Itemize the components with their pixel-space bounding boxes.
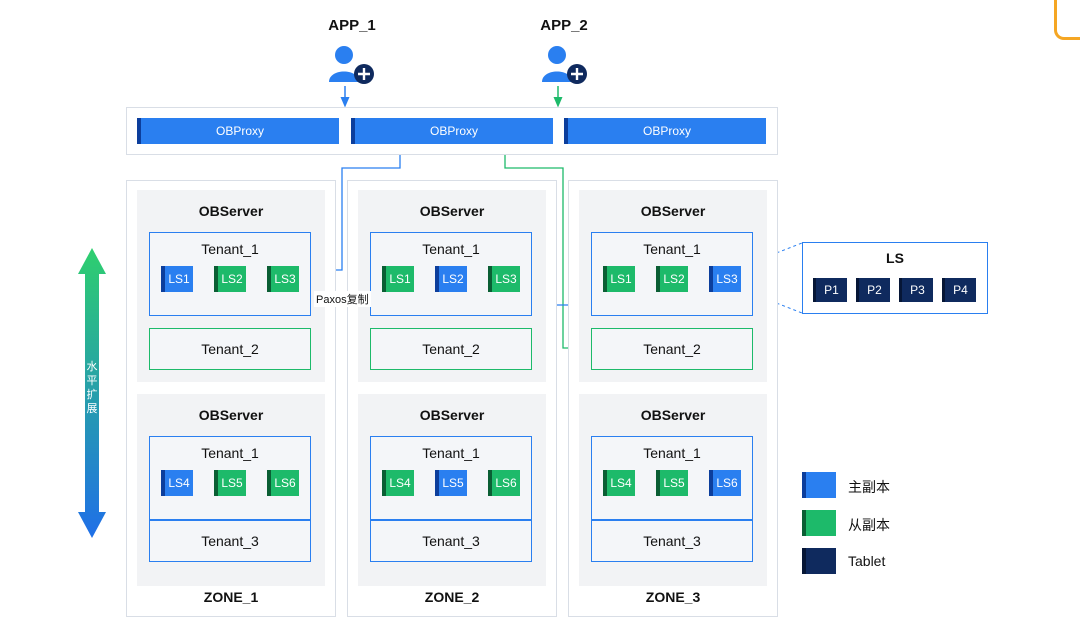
legend-tablet-swatch [802, 548, 836, 574]
ls-replica: LS5 [656, 470, 688, 496]
legend-tablet-label: Tablet [848, 553, 886, 569]
tenant-title: Tenant_1 [643, 241, 701, 257]
ls-replica: LS6 [488, 470, 520, 496]
legend-replica-swatch [802, 510, 836, 536]
ls-replica: LS3 [488, 266, 520, 292]
tenant-3-box: Tenant_3 [370, 520, 532, 562]
scale-label: 水平扩展 [86, 361, 98, 415]
ls-primary: LS6 [709, 470, 741, 496]
ls-replica: LS4 [603, 470, 635, 496]
tenant-2-box: Tenant_2 [149, 328, 311, 370]
partition: P1 [813, 278, 847, 302]
ls-primary: LS5 [435, 470, 467, 496]
ls-replica: LS1 [382, 266, 414, 292]
legend-primary-label: 主副本 [848, 479, 890, 495]
ls-primary: LS3 [709, 266, 741, 292]
ls-detail-title: LS [886, 250, 904, 266]
ls-replica: LS6 [267, 470, 299, 496]
server-title: OBServer [198, 407, 264, 423]
server-title: OBServer [198, 203, 264, 219]
tenant-2-box: Tenant_2 [591, 328, 753, 370]
server-title: OBServer [640, 407, 706, 423]
ls-replica: LS2 [656, 266, 688, 292]
ls-primary: LS1 [161, 266, 193, 292]
ls-replica: LS5 [214, 470, 246, 496]
paxos-label: Paxos复制 [314, 291, 371, 307]
tenant-title: Tenant_1 [643, 445, 701, 461]
zone-label: ZONE_1 [203, 589, 259, 605]
tenant-3-box: Tenant_3 [591, 520, 753, 562]
app1-user-icon [329, 46, 374, 84]
ls-replica: LS4 [382, 470, 414, 496]
zone-label: ZONE_2 [424, 589, 480, 605]
tenant-title: Tenant_1 [422, 445, 480, 461]
tenant-title: Tenant_1 [201, 445, 259, 461]
ls-replica: LS1 [603, 266, 635, 292]
ls-primary: LS2 [435, 266, 467, 292]
server-title: OBServer [640, 203, 706, 219]
obproxy-3: OBProxy [564, 118, 766, 144]
ls-replica: LS2 [214, 266, 246, 292]
ls-replica: LS3 [267, 266, 299, 292]
app1-label: APP_1 [328, 17, 376, 34]
legend-primary-swatch [802, 472, 836, 498]
ls-primary: LS4 [161, 470, 193, 496]
tenant-title: Tenant_1 [422, 241, 480, 257]
app2-user-icon [542, 46, 587, 84]
obproxy-2: OBProxy [351, 118, 553, 144]
legend-replica-label: 从副本 [848, 517, 890, 533]
corner-accent [1054, 0, 1080, 40]
scale-arrow [78, 248, 106, 538]
zone-label: ZONE_3 [645, 589, 701, 605]
tenant-2-box: Tenant_2 [370, 328, 532, 370]
app2-label: APP_2 [540, 17, 588, 34]
tenant-title: Tenant_1 [201, 241, 259, 257]
server-title: OBServer [419, 407, 485, 423]
tenant-3-box: Tenant_3 [149, 520, 311, 562]
obproxy-1: OBProxy [137, 118, 339, 144]
server-title: OBServer [419, 203, 485, 219]
partition: P3 [899, 278, 933, 302]
partition: P4 [942, 278, 976, 302]
partition: P2 [856, 278, 890, 302]
